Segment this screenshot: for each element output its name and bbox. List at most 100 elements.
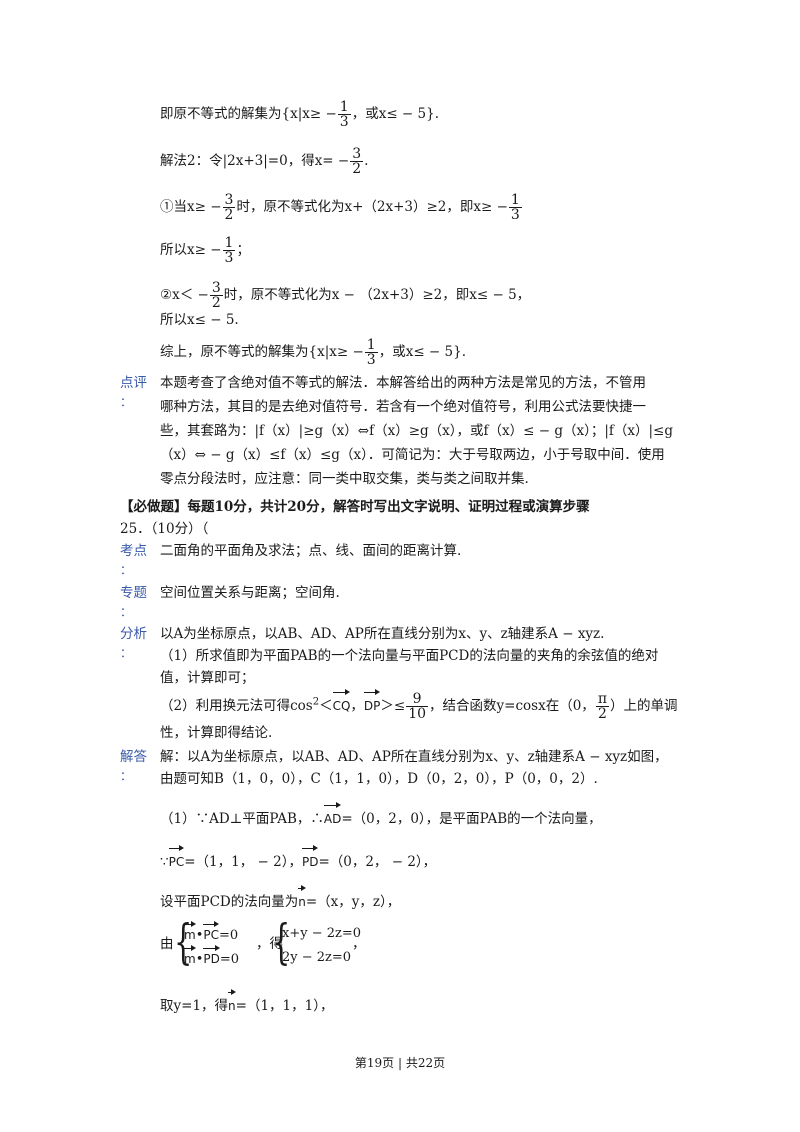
jieda-line-3: （1）∵AD⊥平面PAB，∴AD=（0，2，0），是平面PAB的一个法向量， xyxy=(160,802,602,829)
equation-system-1: { m•PC=0 m•PD=0 xyxy=(174,918,254,970)
jieda-line-1: 解：以A为坐标原点，以AB、AD、AP所在直线分别为x、y、z轴建系A − xy… xyxy=(160,749,668,765)
text-segment: ）上的单调 xyxy=(610,698,678,714)
denominator: 3 xyxy=(510,207,520,223)
text-segment: （2）利用换元法可得cos xyxy=(160,698,313,714)
numerator: 3 xyxy=(222,192,236,208)
zhuanti-label: 专题 xyxy=(120,585,147,601)
vector-ad: AD xyxy=(323,802,342,829)
numerator: 1 xyxy=(222,235,236,251)
vector-pd: PD xyxy=(301,845,319,872)
text-segment: =0 xyxy=(219,928,239,943)
text-segment: ，或x≤ − 5}. xyxy=(351,106,439,122)
jieda-line-6-suffix: ， xyxy=(352,936,366,952)
text-segment: =（0，2，0），是平面PAB的一个法向量， xyxy=(341,811,602,827)
jieda-label: 解答 xyxy=(120,749,147,765)
denominator: 3 xyxy=(224,250,234,266)
jieda-line-5: 设平面PCD的法向量为n=（x，y，z）， xyxy=(160,885,401,912)
vector-pc: PC xyxy=(168,845,184,872)
text-segment: （1）∵AD⊥平面PAB，∴ xyxy=(160,811,324,827)
denominator: 2 xyxy=(597,706,607,722)
jieda-line-6-prefix: 由 xyxy=(160,936,174,952)
numerator: 3 xyxy=(209,280,223,296)
fenxi-line-5: 性，计算即得结论. xyxy=(160,725,273,741)
denominator: 2 xyxy=(352,161,362,177)
jieda-colon: ： xyxy=(120,769,133,783)
comment-line-3: 些，其套路为：|f（x）|≥g（x）⇔f（x）≥g（x），或f（x）≤ − g（… xyxy=(160,423,673,439)
dot-symbol: • xyxy=(195,952,204,967)
fenxi-line-1: 以A为坐标原点，以AB、AD、AP所在直线分别为x、y、z轴建系A − xyz. xyxy=(160,626,605,642)
text-segment: 所以x≥ − xyxy=(160,242,222,258)
page-footer: 第19页 | 共22页 xyxy=(354,1056,446,1070)
text-segment: ＜ xyxy=(319,698,333,714)
text-segment: 时，原不等式化为x − （2x+3）≥2，即x≤ − 5， xyxy=(223,287,531,303)
numerator: 1 xyxy=(508,192,522,208)
equation-system-2: { x+y − 2z=0 2y − 2z=0 xyxy=(272,918,362,970)
denominator: 3 xyxy=(366,352,376,368)
comment-line-5: 零点分段法时，应注意：同一类中取交集，类与类之间取并集. xyxy=(160,471,529,487)
zhuanti-text: 空间位置关系与距离；空间角. xyxy=(160,585,340,601)
comment-line-2: 哪种方法，其目的是去绝对值符号．若含有一个绝对值符号，利用公式法要快捷一 xyxy=(160,399,646,415)
text-segment: =（x，y，z）， xyxy=(305,894,401,910)
dot-symbol: • xyxy=(195,928,204,943)
left-brace: { xyxy=(272,914,291,970)
vector-pc: PC xyxy=(203,921,219,942)
text-segment: ①当x≥ − xyxy=(160,199,222,215)
text-segment: =（1，1， − 2）， xyxy=(184,854,302,870)
comment-colon: ： xyxy=(120,395,133,409)
kaodian-text: 二面角的平面角及求法；点、线、面间的距离计算. xyxy=(160,543,462,559)
numerator: 3 xyxy=(350,146,364,162)
system-row-2: m•PD=0 xyxy=(184,945,240,967)
jieda-line-2: 由题可知B（1，0，0），C（1，1，0），D（0，2，0），P（0，0，2）. xyxy=(160,771,598,787)
fenxi-colon: ： xyxy=(120,646,133,660)
vector-n: n xyxy=(298,885,306,912)
text-segment: 综上，原不等式的解集为{x|x≥ − xyxy=(160,344,364,360)
numerator: 9 xyxy=(406,692,429,707)
text-segment: ，结合函数y=cosx在（0， xyxy=(429,698,595,714)
section-heading: 【必做题】每题10分，共计20分，解答时写出文字说明、证明过程或演算步骤 xyxy=(120,499,590,515)
comment-label: 点评 xyxy=(120,375,147,391)
vector-pd: PD xyxy=(203,945,221,966)
text-segment: =（1，1，1）， xyxy=(235,998,334,1014)
jieda-line-7: 取y=1，得n=（1，1，1）， xyxy=(160,989,334,1016)
system-row-1: x+y − 2z=0 xyxy=(282,926,362,941)
text-segment: ， xyxy=(350,698,364,714)
vector-m: m xyxy=(184,921,196,942)
solution-line-6: 所以x≤ − 5. xyxy=(160,312,239,328)
comment-line-4: （x）⇔ − g（x）≤f（x）≤g（x）．可简记为：大于号取两边，小于号取中间… xyxy=(160,447,665,463)
text-segment: ，或x≤ − 5}. xyxy=(378,344,466,360)
text-segment: 即原不等式的解集为{x|x≥ − xyxy=(160,106,337,122)
text-segment: =0 xyxy=(219,952,240,967)
zhuanti-colon: ： xyxy=(120,605,133,619)
kaodian-colon: ： xyxy=(120,563,133,577)
text-segment: 设平面PCD的法向量为 xyxy=(160,894,299,910)
denominator: 3 xyxy=(339,114,349,130)
text-segment: ②x＜ − xyxy=(160,287,209,303)
jieda-line-6-mid: ，得 xyxy=(256,936,283,952)
vector-m: m xyxy=(184,945,196,966)
text-segment: =（0，2， − 2）， xyxy=(318,854,437,870)
left-brace: { xyxy=(174,914,193,970)
text-segment: . xyxy=(364,153,369,169)
jieda-line-4: ∵PC=（1，1， − 2），PD=（0，2， − 2）， xyxy=(160,845,437,872)
comment-line-1: 本题考查了含绝对值不等式的解法．本解答给出的两种方法是常见的方法，不管用 xyxy=(160,375,646,391)
system-row-2: 2y − 2z=0 xyxy=(282,950,352,965)
vector-dp: DP xyxy=(363,689,381,716)
denominator: 10 xyxy=(408,706,427,722)
